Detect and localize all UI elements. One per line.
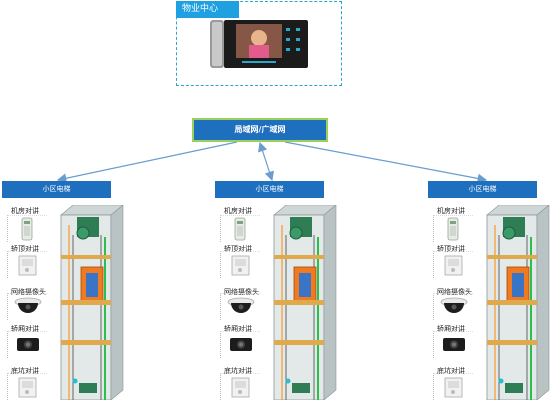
video-monitor-icon [210, 20, 308, 68]
device-car-top [7, 251, 47, 278]
group-title: 小区电梯 [428, 181, 537, 198]
group-title: 小区电梯 [215, 181, 324, 198]
intercom-panel-icon [234, 217, 246, 241]
elevator-group-3: 小区电梯 机房对讲 轿顶对讲 网络摄像头 轿厢对讲 底坑对讲 [428, 181, 550, 400]
device-label-car: 轿厢对讲 [11, 325, 39, 333]
device-label-car-top: 轿顶对讲 [224, 245, 252, 253]
device-label-pit: 底坑对讲 [11, 367, 39, 375]
device-machine-room [220, 215, 260, 242]
device-label-pit: 底坑对讲 [437, 367, 465, 375]
property-center-label: 物业中心 [176, 1, 239, 18]
intercom-panel-icon [447, 217, 459, 241]
device-label-car-top: 轿顶对讲 [11, 245, 39, 253]
device-label-camera: 网络摄像头 [437, 288, 472, 296]
dome-camera-icon [227, 297, 255, 313]
device-camera [220, 293, 260, 320]
device-car [7, 331, 47, 358]
intercom-panel-icon [21, 217, 33, 241]
device-label-machine-room: 机房对讲 [224, 207, 252, 215]
device-machine-room [433, 215, 473, 242]
elevator-group-2: 小区电梯 机房对讲 轿顶对讲 网络摄像头 轿厢对讲 底坑对讲 [215, 181, 339, 400]
device-label-car: 轿厢对讲 [437, 325, 465, 333]
car-intercom-icon [443, 338, 465, 351]
device-machine-room [7, 215, 47, 242]
device-label-camera: 网络摄像头 [11, 288, 46, 296]
device-label-machine-room: 机房对讲 [11, 207, 39, 215]
group-title: 小区电梯 [2, 181, 111, 198]
device-pit [433, 373, 473, 400]
device-label-machine-room: 机房对讲 [437, 207, 465, 215]
intercom-box-icon [18, 377, 37, 398]
property-center-box [176, 1, 342, 86]
device-camera [433, 293, 473, 320]
dome-camera-icon [440, 297, 468, 313]
device-car [220, 331, 260, 358]
intercom-box-icon [444, 255, 463, 276]
device-pit [220, 373, 260, 400]
elevator-group-1: 小区电梯 机房对讲 轿顶对讲 网络摄像头 轿厢对讲 底坑对讲 [2, 181, 126, 400]
device-car-top [220, 251, 260, 278]
device-label-car-top: 轿顶对讲 [437, 245, 465, 253]
elevator-shaft-illustration [273, 205, 337, 400]
link-right [284, 141, 488, 184]
link-left [56, 141, 238, 183]
network-box: 局域网/广域网 [192, 118, 328, 142]
link-middle [258, 141, 274, 182]
device-label-pit: 底坑对讲 [224, 367, 252, 375]
intercom-box-icon [231, 255, 250, 276]
car-intercom-icon [230, 338, 252, 351]
dome-camera-icon [14, 297, 42, 313]
device-label-car: 轿厢对讲 [224, 325, 252, 333]
car-intercom-icon [17, 338, 39, 351]
elevator-shaft-illustration [486, 205, 550, 400]
intercom-box-icon [231, 377, 250, 398]
intercom-box-icon [18, 255, 37, 276]
device-car [433, 331, 473, 358]
device-pit [7, 373, 47, 400]
device-car-top [433, 251, 473, 278]
elevator-shaft-illustration [60, 205, 124, 400]
intercom-box-icon [444, 377, 463, 398]
device-label-camera: 网络摄像头 [224, 288, 259, 296]
device-camera [7, 293, 47, 320]
